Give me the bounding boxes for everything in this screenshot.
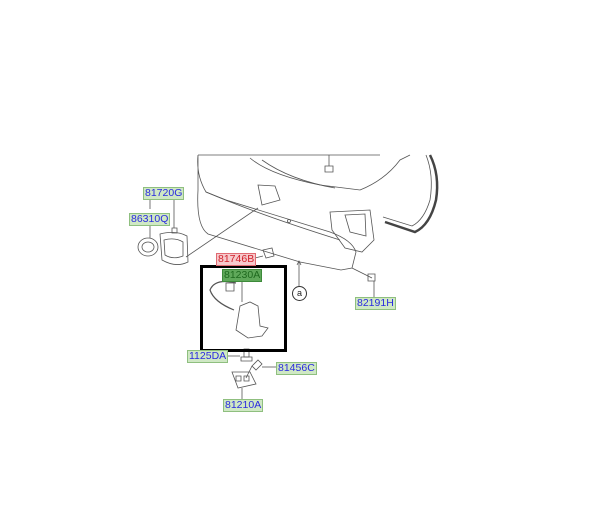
part-label-82191H[interactable]: 82191H: [355, 297, 396, 310]
part-label-1125DA[interactable]: 1125DA: [187, 350, 229, 363]
tailgate-panel: [197, 154, 357, 271]
reference-marker-a: a: [292, 286, 307, 301]
part-label-81746B[interactable]: 81746B: [216, 253, 257, 266]
part-label-81720G[interactable]: 81720G: [143, 187, 185, 200]
part-label-81456C[interactable]: 81456C: [276, 362, 317, 375]
part-label-81230A[interactable]: 81230A: [222, 269, 263, 282]
selection-box: [200, 265, 287, 352]
part-label-81210A[interactable]: 81210A: [223, 399, 264, 412]
part-label-86310Q[interactable]: 86310Q: [129, 213, 171, 226]
